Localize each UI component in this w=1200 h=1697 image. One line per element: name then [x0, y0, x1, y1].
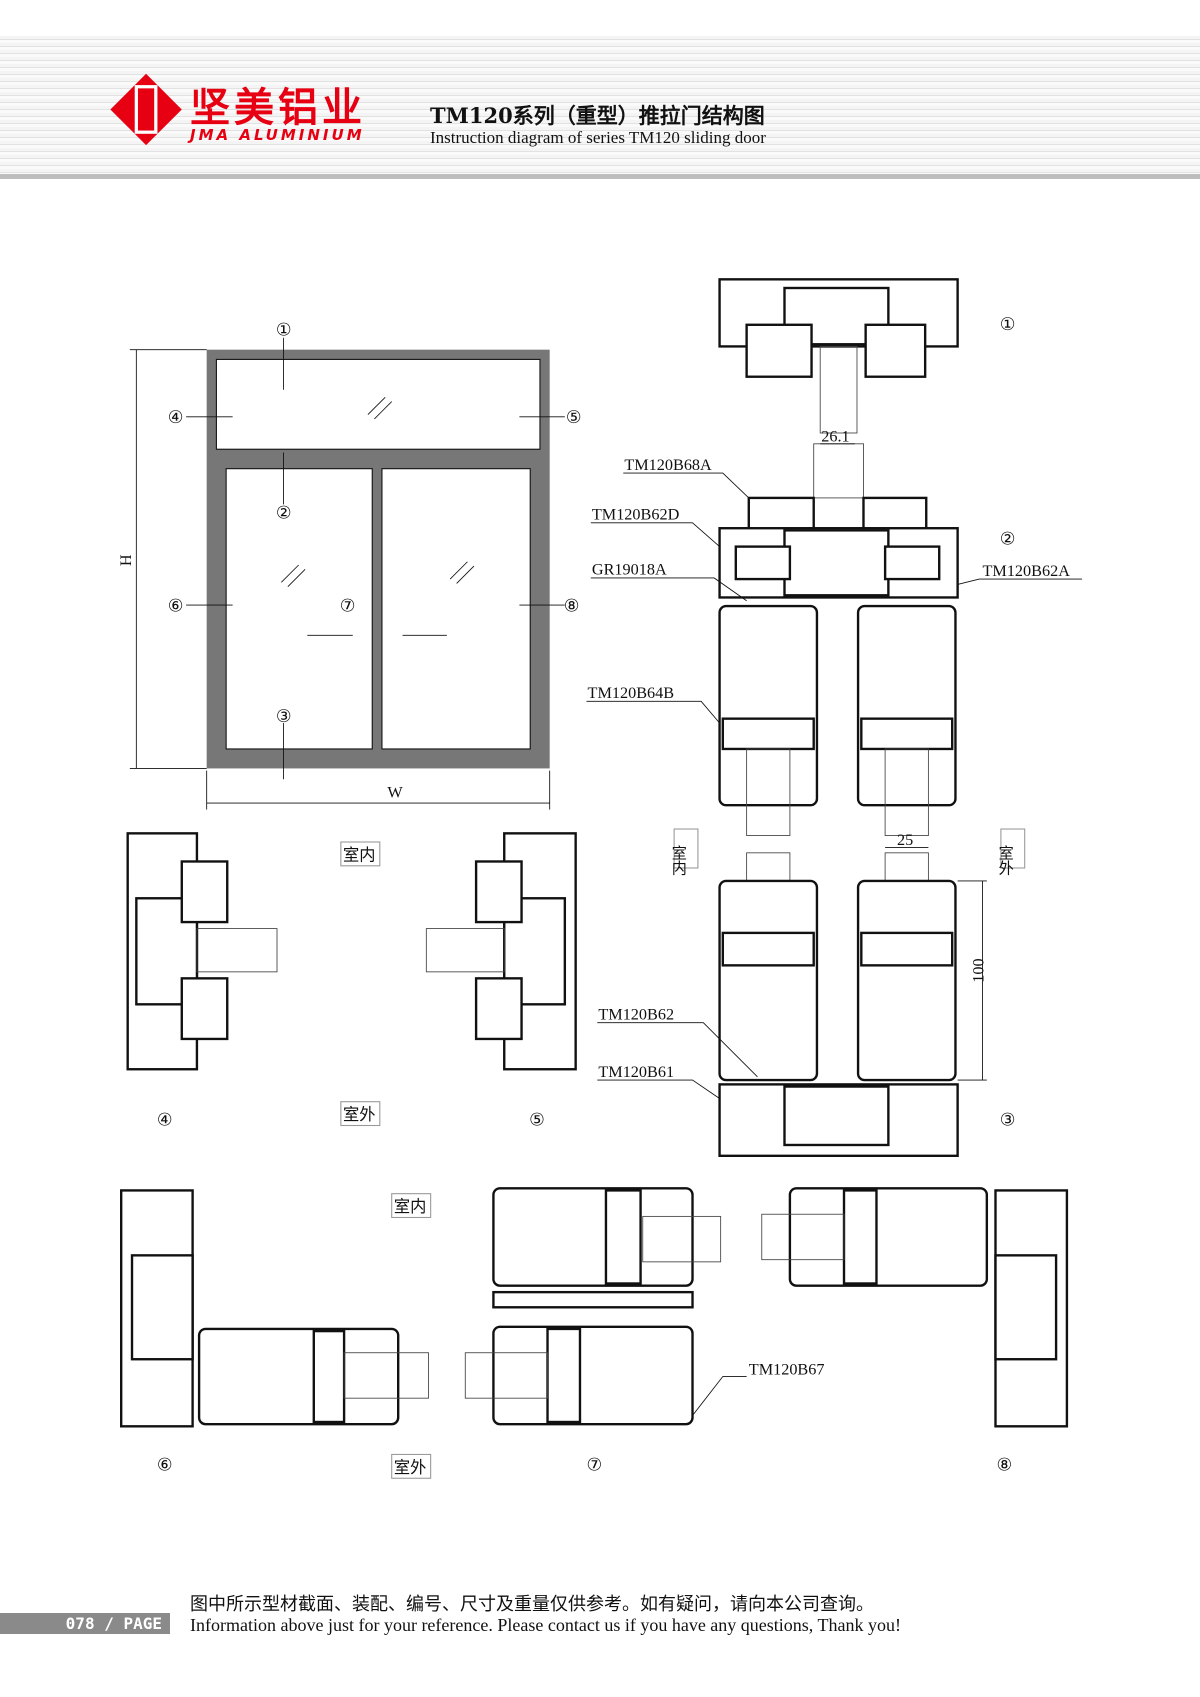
- svg-text:室外: 室外: [394, 1459, 426, 1477]
- header-band: [0, 36, 1200, 179]
- label-tm120b64b: TM120B64B: [588, 684, 675, 702]
- svg-text:室内: 室内: [343, 846, 375, 864]
- label-gr19018a: GR19018A: [592, 561, 667, 579]
- footer-note-cn: 图中所示型材截面、装配、编号、尺寸及重量仅供参考。如有疑问，请向本公司查询。: [190, 1594, 874, 1615]
- logo-text-cn: 坚美铝业: [190, 85, 366, 131]
- svg-text:室内: 室内: [394, 1198, 426, 1216]
- svg-text:⑦: ⑦: [586, 1456, 602, 1475]
- logo-mark: [110, 73, 182, 146]
- svg-text:①: ①: [1000, 315, 1016, 334]
- svg-text:室内: 室内: [669, 845, 687, 876]
- svg-text:④: ④: [168, 408, 184, 427]
- dim-26-1: 26.1: [821, 428, 849, 446]
- dim-100: 100: [970, 958, 988, 982]
- svg-text:⑤: ⑤: [529, 1111, 545, 1130]
- section-markers: ① ② ③ ④ ⑤ ⑥ ⑦ ⑧: [157, 315, 1015, 1474]
- part-labels: TM120B68A TM120B62D GR19018A TM120B64B T…: [588, 428, 1071, 1379]
- svg-text:⑥: ⑥: [168, 597, 184, 616]
- label-tm120b62d: TM120B62D: [592, 506, 680, 524]
- elevation-markers: ① ② ③ ④ ⑤ ⑥ ⑦ ⑧: [168, 321, 582, 726]
- svg-text:室外: 室外: [996, 845, 1014, 875]
- svg-text:室外: 室外: [343, 1106, 375, 1124]
- svg-text:③: ③: [1000, 1111, 1016, 1130]
- footer-note-en: Information above just for your referenc…: [190, 1615, 901, 1635]
- orientation-labels: 室内 室外 室内 室外 室内 室外: [340, 828, 1026, 1479]
- svg-text:⑤: ⑤: [566, 408, 582, 427]
- dim-25: 25: [897, 831, 913, 849]
- svg-text:⑥: ⑥: [157, 1456, 173, 1475]
- section-jambs: [126, 832, 577, 1071]
- svg-text:②: ②: [1000, 529, 1016, 548]
- svg-text:②: ②: [276, 503, 292, 522]
- svg-text:⑦: ⑦: [340, 597, 356, 616]
- svg-text:①: ①: [276, 321, 292, 340]
- section-head: [586, 278, 1083, 1157]
- dim-h: H: [117, 554, 135, 566]
- svg-text:④: ④: [157, 1111, 173, 1130]
- section-interlocks: [120, 1187, 1069, 1428]
- svg-text:⑧: ⑧: [997, 1456, 1013, 1475]
- door-elevation: H W: [117, 337, 565, 810]
- page-number: 078 / PAGE: [0, 1613, 170, 1634]
- dim-w: W: [387, 784, 403, 802]
- page-title-en: Instruction diagram of series TM120 slid…: [430, 128, 766, 147]
- page-title-cn: TM120系列（重型）推拉门结构图: [430, 103, 765, 128]
- label-tm120b67: TM120B67: [749, 1360, 825, 1378]
- logo-text-en: JMA ALUMINIUM: [190, 126, 365, 144]
- label-tm120b62a: TM120B62A: [983, 562, 1071, 580]
- svg-text:③: ③: [276, 707, 292, 726]
- label-tm120b62: TM120B62: [598, 1005, 674, 1023]
- label-tm120b61: TM120B61: [598, 1063, 674, 1081]
- svg-text:⑧: ⑧: [564, 597, 580, 616]
- label-tm120b68a: TM120B68A: [624, 456, 712, 474]
